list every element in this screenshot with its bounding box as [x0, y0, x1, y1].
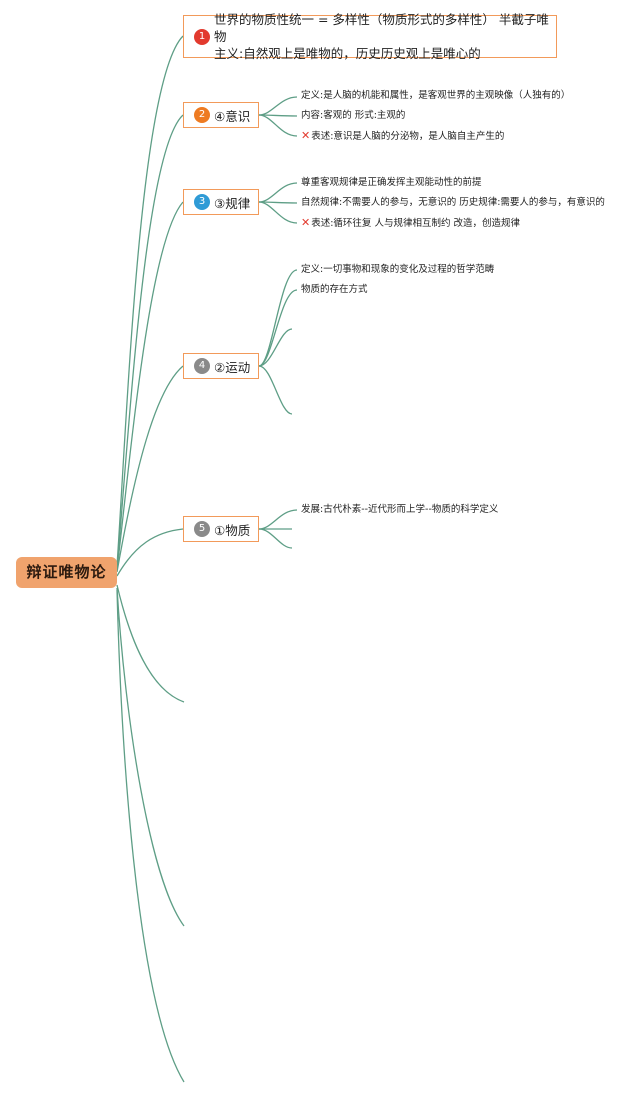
- edge-law-3: [258, 201, 298, 224]
- topic-consciousness-label: ④意识: [214, 108, 251, 124]
- topic-material-unity[interactable]: 1 世界的物质性统一 = 多样性（物质形式的多样性） 半截子唯物 主义:自然观上…: [183, 12, 557, 61]
- branch-law: [116, 201, 184, 571]
- branch-motion: [116, 365, 184, 573]
- topic-matter[interactable]: 5 ①物质: [183, 516, 259, 542]
- topic-material-unity-text: 世界的物质性统一 = 多样性（物质形式的多样性） 半截子唯物 主义:自然观上是唯…: [214, 11, 550, 62]
- leaf-motion-existence[interactable]: 物质的存在方式: [301, 284, 368, 295]
- edge-consciousness-3: [258, 114, 298, 137]
- edge-motion-1: [258, 269, 298, 367]
- number-badge-5: 5: [194, 521, 210, 537]
- topic-law[interactable]: 3 ③规律: [183, 189, 259, 215]
- edge-law-1: [258, 182, 298, 203]
- branch-empty-1: [116, 584, 185, 703]
- topic-matter-label: ①物质: [214, 522, 251, 538]
- edge-matter-1: [258, 509, 298, 530]
- branch-material-unity: [116, 35, 184, 567]
- number-badge-1: 1: [194, 28, 210, 45]
- number-badge-3: 3: [194, 194, 210, 210]
- edge-motion-2: [258, 289, 298, 367]
- branch-matter: [116, 528, 184, 577]
- root-topic[interactable]: 辩证唯物论: [16, 557, 117, 588]
- number-badge-2: 2: [194, 107, 210, 123]
- cross-mark-icon: ✕: [301, 216, 311, 229]
- branch-empty-3: [116, 589, 185, 1083]
- edge-matter-3: [258, 528, 293, 549]
- topic-line-2: 主义:自然观上是唯物的，历史历史观上是唯心的: [214, 46, 481, 61]
- topic-consciousness[interactable]: 2 ④意识: [183, 102, 259, 128]
- edge-motion-3: [258, 328, 293, 367]
- leaf-consciousness-definition[interactable]: 定义:是人脑的机能和属性，是客观世界的主观映像（人独有的）: [301, 90, 571, 101]
- topic-line-1: 世界的物质性统一 = 多样性（物质形式的多样性） 半截子唯物: [214, 12, 549, 44]
- leaf-law-wrong[interactable]: ✕表述:循环往复 人与规律相互制约 改造，创造规律: [301, 217, 520, 230]
- branch-consciousness: [116, 114, 184, 569]
- leaf-law-wrong-text: 表述:循环往复 人与规律相互制约 改造，创造规律: [311, 218, 520, 229]
- edge-consciousness-1: [258, 96, 298, 116]
- edge-motion-4: [258, 365, 293, 415]
- leaf-matter-development[interactable]: 发展:古代朴素--近代形而上学--物质的科学定义: [301, 504, 499, 515]
- leaf-consciousness-wrong-text: 表述:意识是人脑的分泌物，是人脑自主产生的: [311, 131, 505, 142]
- branch-empty-2: [116, 587, 185, 927]
- topic-motion-label: ②运动: [214, 359, 251, 375]
- leaf-law-natural-historical[interactable]: 自然规律:不需要人的参与，无意识的 历史规律:需要人的参与，有意识的: [301, 197, 605, 208]
- leaf-motion-definition[interactable]: 定义:一切事物和现象的变化及过程的哲学范畴: [301, 264, 495, 275]
- leaf-consciousness-content[interactable]: 内容:客观的 形式:主观的: [301, 110, 406, 121]
- number-badge-4: 4: [194, 358, 210, 374]
- leaf-consciousness-wrong[interactable]: ✕表述:意识是人脑的分泌物，是人脑自主产生的: [301, 130, 504, 143]
- topic-law-label: ③规律: [214, 195, 251, 211]
- cross-mark-icon: ✕: [301, 129, 311, 142]
- leaf-law-respect[interactable]: 尊重客观规律是正确发挥主观能动性的前提: [301, 177, 482, 188]
- topic-motion[interactable]: 4 ②运动: [183, 353, 259, 379]
